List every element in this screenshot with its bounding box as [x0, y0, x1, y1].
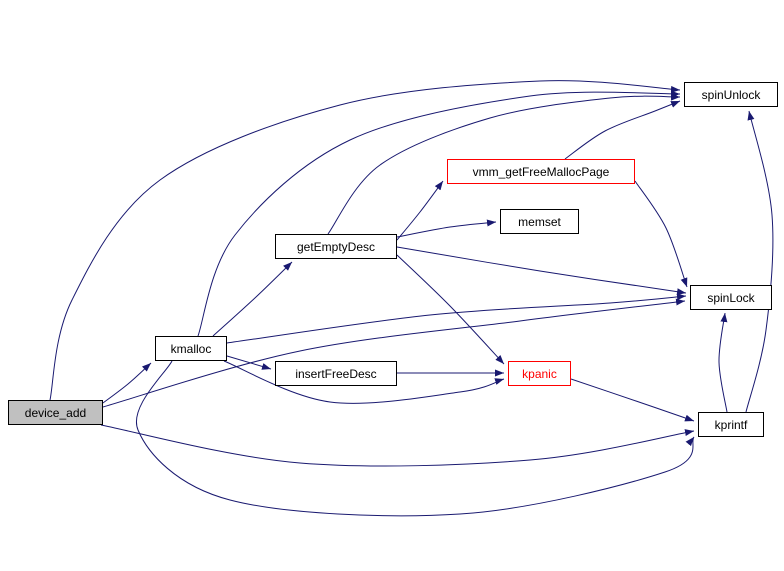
node-spinLock[interactable]: spinLock — [690, 285, 772, 310]
node-spinUnlock[interactable]: spinUnlock — [684, 82, 778, 107]
edge-kmalloc-to-kprintf — [135, 360, 695, 517]
node-label: spinUnlock — [701, 87, 761, 102]
edge-kmalloc-to-getEmptyDesc — [212, 261, 293, 337]
edge-device_add-to-kprintf — [100, 424, 695, 467]
node-label: insertFreeDesc — [295, 366, 377, 381]
edge-vmm_getFreeMallocPage-to-spinLock — [634, 180, 688, 288]
edge-kprintf-to-spinLock — [718, 312, 728, 413]
edge-getEmptyDesc-to-spinLock — [396, 246, 687, 296]
edge-kmalloc-to-spinLock — [226, 293, 687, 344]
node-insertFreeDesc[interactable]: insertFreeDesc — [275, 361, 397, 386]
node-label: kmalloc — [170, 341, 212, 356]
edge-getEmptyDesc-to-kpanic — [396, 254, 505, 365]
node-label: device_add — [24, 405, 87, 420]
node-getEmptyDesc[interactable]: getEmptyDesc — [275, 234, 397, 259]
edges-group — [49, 80, 774, 517]
node-label: memset — [518, 214, 561, 229]
edge-getEmptyDesc-to-memset — [396, 219, 497, 238]
node-label: getEmptyDesc — [296, 239, 376, 254]
edge-vmm_getFreeMallocPage-to-spinUnlock — [564, 100, 681, 160]
node-kmalloc[interactable]: kmalloc — [155, 336, 227, 361]
edge-device_add-to-spinUnlock — [49, 80, 681, 401]
node-memset[interactable]: memset — [500, 209, 579, 234]
node-label: spinLock — [707, 290, 755, 305]
edge-kmalloc-to-kpanic — [223, 360, 505, 404]
edge-kmalloc-to-insertFreeDesc — [226, 355, 272, 370]
node-label: kprintf — [714, 417, 748, 432]
edge-kmalloc-to-spinUnlock — [197, 90, 681, 337]
edge-kprintf-to-spinUnlock — [745, 110, 774, 413]
node-kpanic[interactable]: kpanic — [508, 361, 571, 386]
edge-getEmptyDesc-to-vmm_getFreeMallocPage — [396, 180, 444, 241]
edge-device_add-to-kmalloc — [102, 362, 152, 404]
node-device_add[interactable]: device_add — [8, 400, 103, 425]
edge-kpanic-to-kprintf — [570, 378, 695, 422]
node-label: kpanic — [522, 366, 557, 381]
edge-getEmptyDesc-to-spinUnlock — [327, 93, 681, 235]
node-kprintf[interactable]: kprintf — [698, 412, 764, 437]
edge-device_add-to-spinLock — [102, 298, 686, 408]
node-label: vmm_getFreeMallocPage — [472, 164, 610, 179]
node-vmm_getFreeMallocPage[interactable]: vmm_getFreeMallocPage — [447, 159, 635, 184]
